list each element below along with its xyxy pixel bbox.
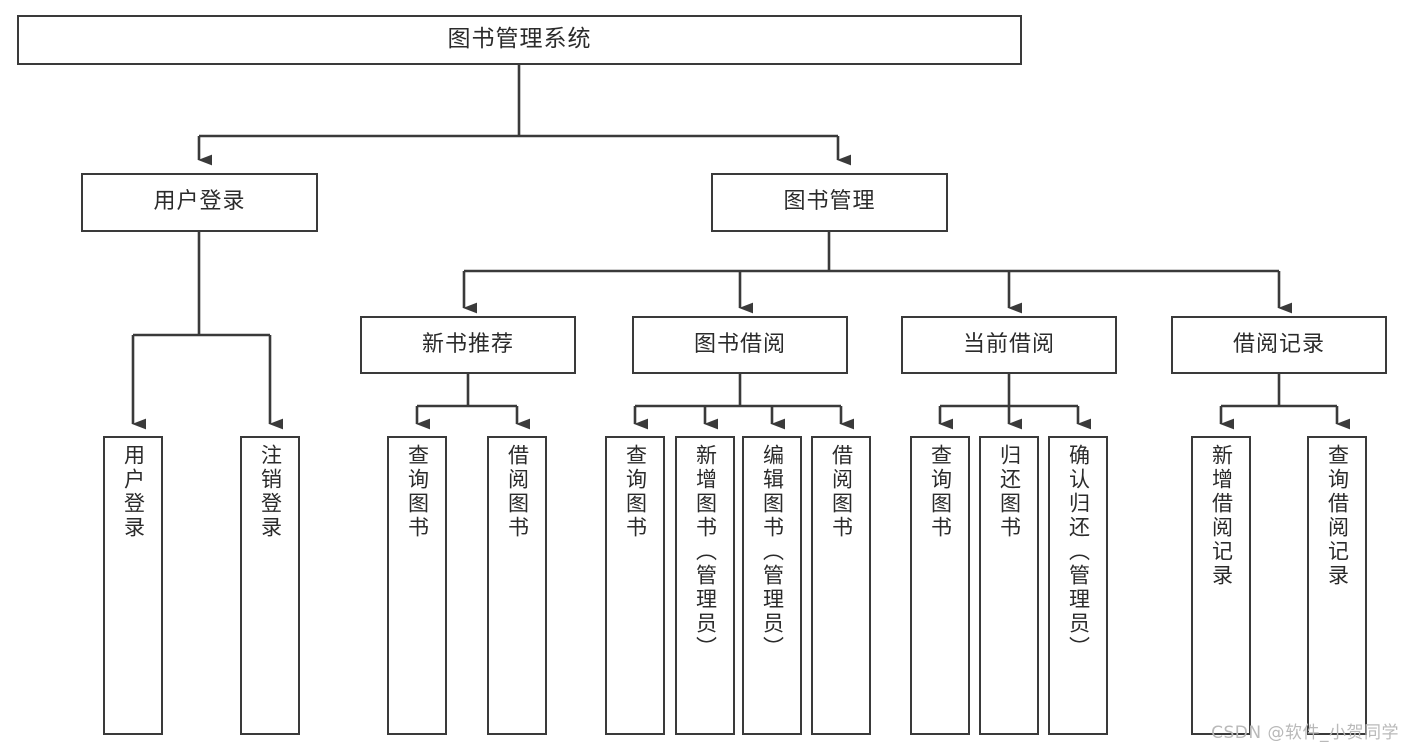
node-label: 确认归还（管理员） (1066, 444, 1091, 660)
node-label: 借阅图书 (505, 444, 530, 540)
node-book-borrow[interactable]: 图书借阅 (632, 316, 848, 374)
node-label: 当前借阅 (962, 331, 1055, 357)
node-label: 查询图书 (405, 444, 430, 540)
node-label: 用户登录 (153, 189, 246, 215)
node-label: 查询图书 (623, 444, 648, 540)
node-label: 编辑图书（管理员） (760, 444, 785, 660)
leaf-query-book-recommend[interactable]: 查询图书 (387, 436, 447, 735)
leaf-confirm-return-admin[interactable]: 确认归还（管理员） (1048, 436, 1108, 735)
node-label: 查询借阅记录 (1325, 444, 1350, 588)
leaf-add-book-admin[interactable]: 新增图书（管理员） (675, 436, 735, 735)
leaf-add-borrow-record[interactable]: 新增借阅记录 (1191, 436, 1251, 735)
node-label: 注销登录 (258, 444, 283, 540)
node-label: 归还图书 (997, 444, 1022, 540)
leaf-return-book[interactable]: 归还图书 (979, 436, 1039, 735)
leaf-query-book-current[interactable]: 查询图书 (910, 436, 970, 735)
node-book-management[interactable]: 图书管理 (711, 173, 948, 232)
leaf-query-borrow-record[interactable]: 查询借阅记录 (1307, 436, 1367, 735)
leaf-user-login[interactable]: 用户登录 (103, 436, 163, 735)
leaf-borrow-book[interactable]: 借阅图书 (811, 436, 871, 735)
leaf-query-book-borrow[interactable]: 查询图书 (605, 436, 665, 735)
node-borrow-record[interactable]: 借阅记录 (1171, 316, 1387, 374)
node-root-system[interactable]: 图书管理系统 (17, 15, 1022, 65)
node-label: 图书管理系统 (447, 26, 592, 53)
leaf-edit-book-admin[interactable]: 编辑图书（管理员） (742, 436, 802, 735)
node-label: 图书管理 (783, 189, 876, 215)
leaf-borrow-book-recommend[interactable]: 借阅图书 (487, 436, 547, 735)
node-label: 新增图书（管理员） (693, 444, 718, 660)
node-new-book-recommend[interactable]: 新书推荐 (360, 316, 576, 374)
node-label: 借阅图书 (829, 444, 854, 540)
node-label: 新书推荐 (421, 331, 514, 357)
leaf-logout[interactable]: 注销登录 (240, 436, 300, 735)
csdn-watermark: CSDN @软件_小贺同学 (1211, 723, 1399, 743)
node-label: 借阅记录 (1232, 331, 1325, 357)
node-label: 新增借阅记录 (1209, 444, 1234, 588)
node-label: 用户登录 (121, 444, 146, 540)
node-current-borrow[interactable]: 当前借阅 (901, 316, 1117, 374)
node-user-login[interactable]: 用户登录 (81, 173, 318, 232)
node-label: 图书借阅 (693, 331, 786, 357)
node-label: 查询图书 (928, 444, 953, 540)
